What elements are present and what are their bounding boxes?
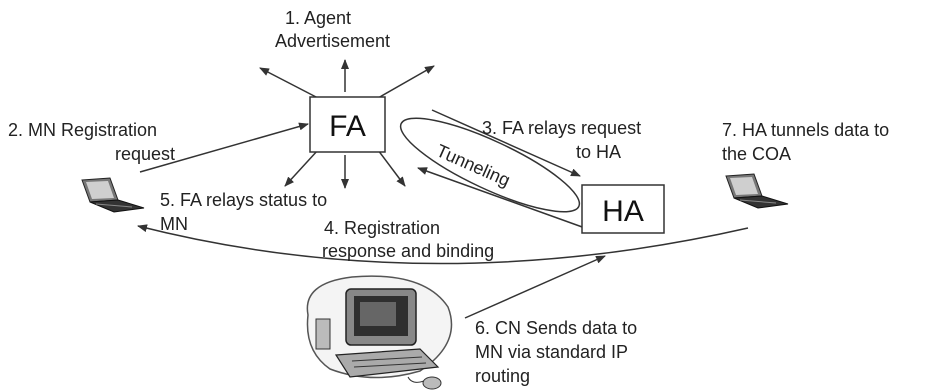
step-3-label: 3. FA relays request to HA [482, 118, 641, 162]
step-5-line-1: 5. FA relays status to [160, 190, 327, 210]
relay-request-arrow [431, 109, 581, 177]
registration-request-arrow [139, 122, 309, 173]
step-1-line-2: Advertisement [275, 31, 390, 51]
desktop-computer-icon [306, 275, 453, 390]
step-6-line-1: 6. CN Sends data to [475, 318, 637, 338]
step-4-label: 4. Registration response and binding [322, 218, 494, 261]
fa-label: FA [329, 110, 366, 143]
laptop-icon [81, 177, 145, 213]
advert-arrow-up-right [377, 65, 435, 99]
step-6-line-3: routing [475, 366, 530, 386]
advertisement-arrows [259, 59, 435, 189]
step-4-line-2: response and binding [322, 241, 494, 261]
advert-arrow-down-left [284, 149, 319, 187]
advert-arrow-up-left [259, 67, 319, 99]
advert-arrow-down-right [377, 149, 406, 187]
fa-node: FA [309, 96, 386, 153]
step-3-line-1: 3. FA relays request [482, 118, 641, 138]
step-7-line-2: the COA [722, 144, 791, 164]
ha-box [581, 184, 665, 234]
tunnel-ellipse [399, 117, 581, 213]
fa-box [309, 96, 386, 153]
ha-label: HA [602, 195, 644, 228]
step-7-label: 7. HA tunnels data to the COA [722, 120, 889, 164]
step-7-line-1: 7. HA tunnels data to [722, 120, 889, 140]
step-2-label: 2. MN Registration request [8, 120, 175, 164]
step-6-line-2: MN via standard IP [475, 342, 628, 362]
ha-node: HA [581, 184, 665, 234]
step-4-line-1: 4. Registration [324, 218, 440, 238]
step-5-label: 5. FA relays status to MN [160, 190, 327, 234]
step-1-line-1: 1. Agent [285, 8, 351, 28]
cn-data-arrow [464, 255, 606, 319]
registration-response-arrow [417, 167, 586, 229]
step-2-line-1: 2. MN Registration [8, 120, 157, 140]
data-path-curve [137, 224, 749, 265]
step-1-label: 1. Agent Advertisement [275, 8, 390, 51]
step-2-line-2: request [115, 144, 175, 164]
step-3-line-2: to HA [576, 142, 621, 162]
laptop-icon [725, 173, 789, 209]
step-5-line-2: MN [160, 214, 188, 234]
step-6-label: 6. CN Sends data to MN via standard IP r… [475, 318, 637, 386]
